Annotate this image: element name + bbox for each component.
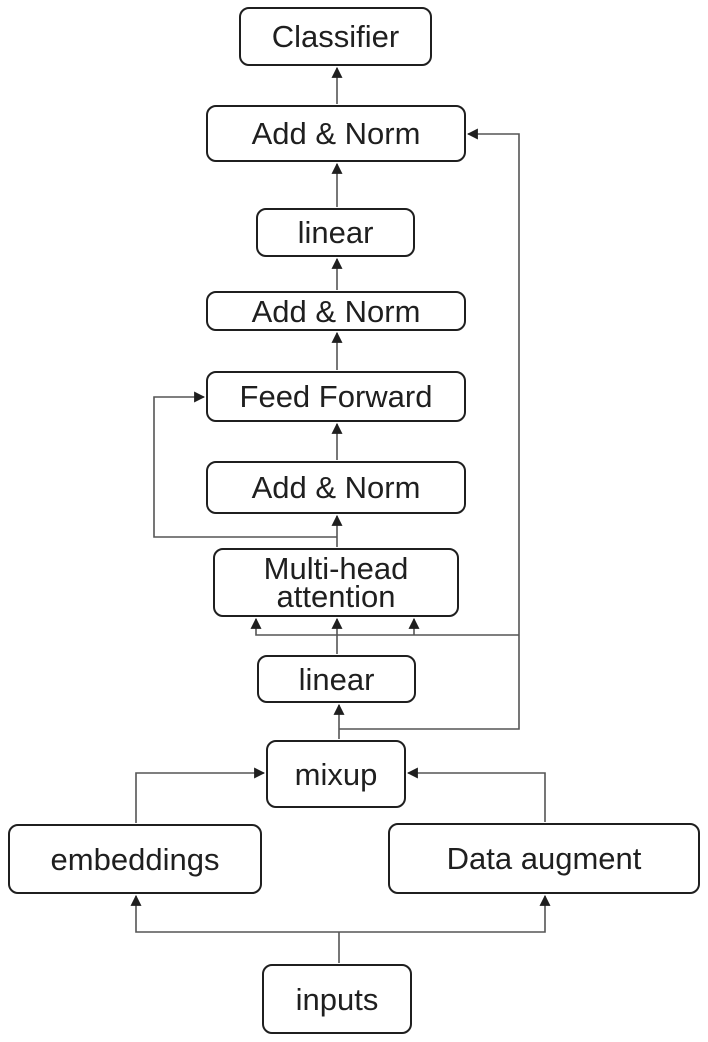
- embeddings-node: embeddings: [8, 824, 262, 894]
- embeddings-label: embeddings: [50, 841, 220, 877]
- edge-inputs-embeddings: [130, 894, 339, 933]
- mixup-node: mixup: [266, 740, 406, 808]
- edge-embeddings-mixup: [135, 767, 266, 823]
- add-norm-top-label: Add & Norm: [251, 116, 421, 151]
- classifier-label: Classifier: [271, 19, 400, 54]
- add-norm-low-label: Add & Norm: [251, 470, 421, 505]
- multi-head-label-line2: attention: [276, 578, 396, 614]
- data-augment-node: Data augment: [388, 823, 700, 894]
- feed-forward-label: Feed Forward: [239, 379, 433, 414]
- inputs-node: inputs: [262, 964, 412, 1034]
- add-norm-top-node: Add & Norm: [206, 105, 466, 162]
- add-norm-mid-label: Add & Norm: [251, 293, 421, 329]
- inputs-label: inputs: [295, 981, 379, 1017]
- linear-low-label: linear: [298, 661, 375, 697]
- linear-top-node: linear: [256, 208, 415, 257]
- multi-head-attention-node: Multi-head attention: [213, 548, 459, 617]
- edge-data-augment-mixup: [406, 767, 546, 822]
- multi-head-label-line1: Multi-head: [263, 551, 409, 587]
- edge-inputs-data-augment: [339, 894, 551, 933]
- edge-skip-to-attention: [250, 617, 519, 636]
- linear-top-label: linear: [297, 215, 374, 250]
- edge-attention-residual: [153, 391, 337, 538]
- add-norm-low-node: Add & Norm: [206, 461, 466, 514]
- add-norm-mid-node: Add & Norm: [206, 291, 466, 331]
- classifier-node: Classifier: [239, 7, 432, 66]
- data-augment-label: Data augment: [446, 841, 642, 876]
- edge-mixup-skip-right: [339, 128, 520, 730]
- linear-low-node: linear: [257, 655, 416, 703]
- feed-forward-node: Feed Forward: [206, 371, 466, 422]
- mixup-label: mixup: [294, 756, 378, 792]
